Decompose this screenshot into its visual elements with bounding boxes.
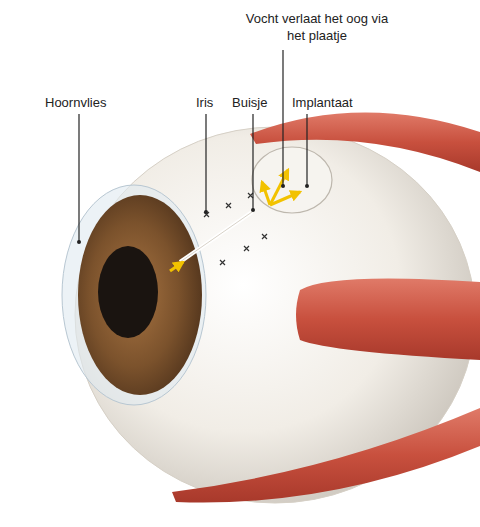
tube-edge [180, 212, 252, 262]
pupil [98, 246, 158, 338]
flow-arrow [170, 262, 183, 271]
part-label: Buisje [232, 94, 267, 111]
eye-muscle [172, 408, 480, 503]
flow-arrows [262, 170, 300, 205]
tube [180, 212, 252, 262]
sutures [204, 193, 267, 265]
leader-dots [77, 184, 309, 244]
iris [78, 195, 202, 395]
implant-plate [252, 147, 332, 213]
part-label: Vocht verlaat het oog via het plaatje [243, 10, 391, 44]
leader-lines [79, 50, 307, 242]
cornea [62, 185, 206, 405]
part-label: Iris [196, 94, 213, 111]
eye-muscle [296, 278, 480, 360]
part-label: Hoornvlies [45, 94, 106, 111]
part-label: Implantaat [292, 94, 353, 111]
